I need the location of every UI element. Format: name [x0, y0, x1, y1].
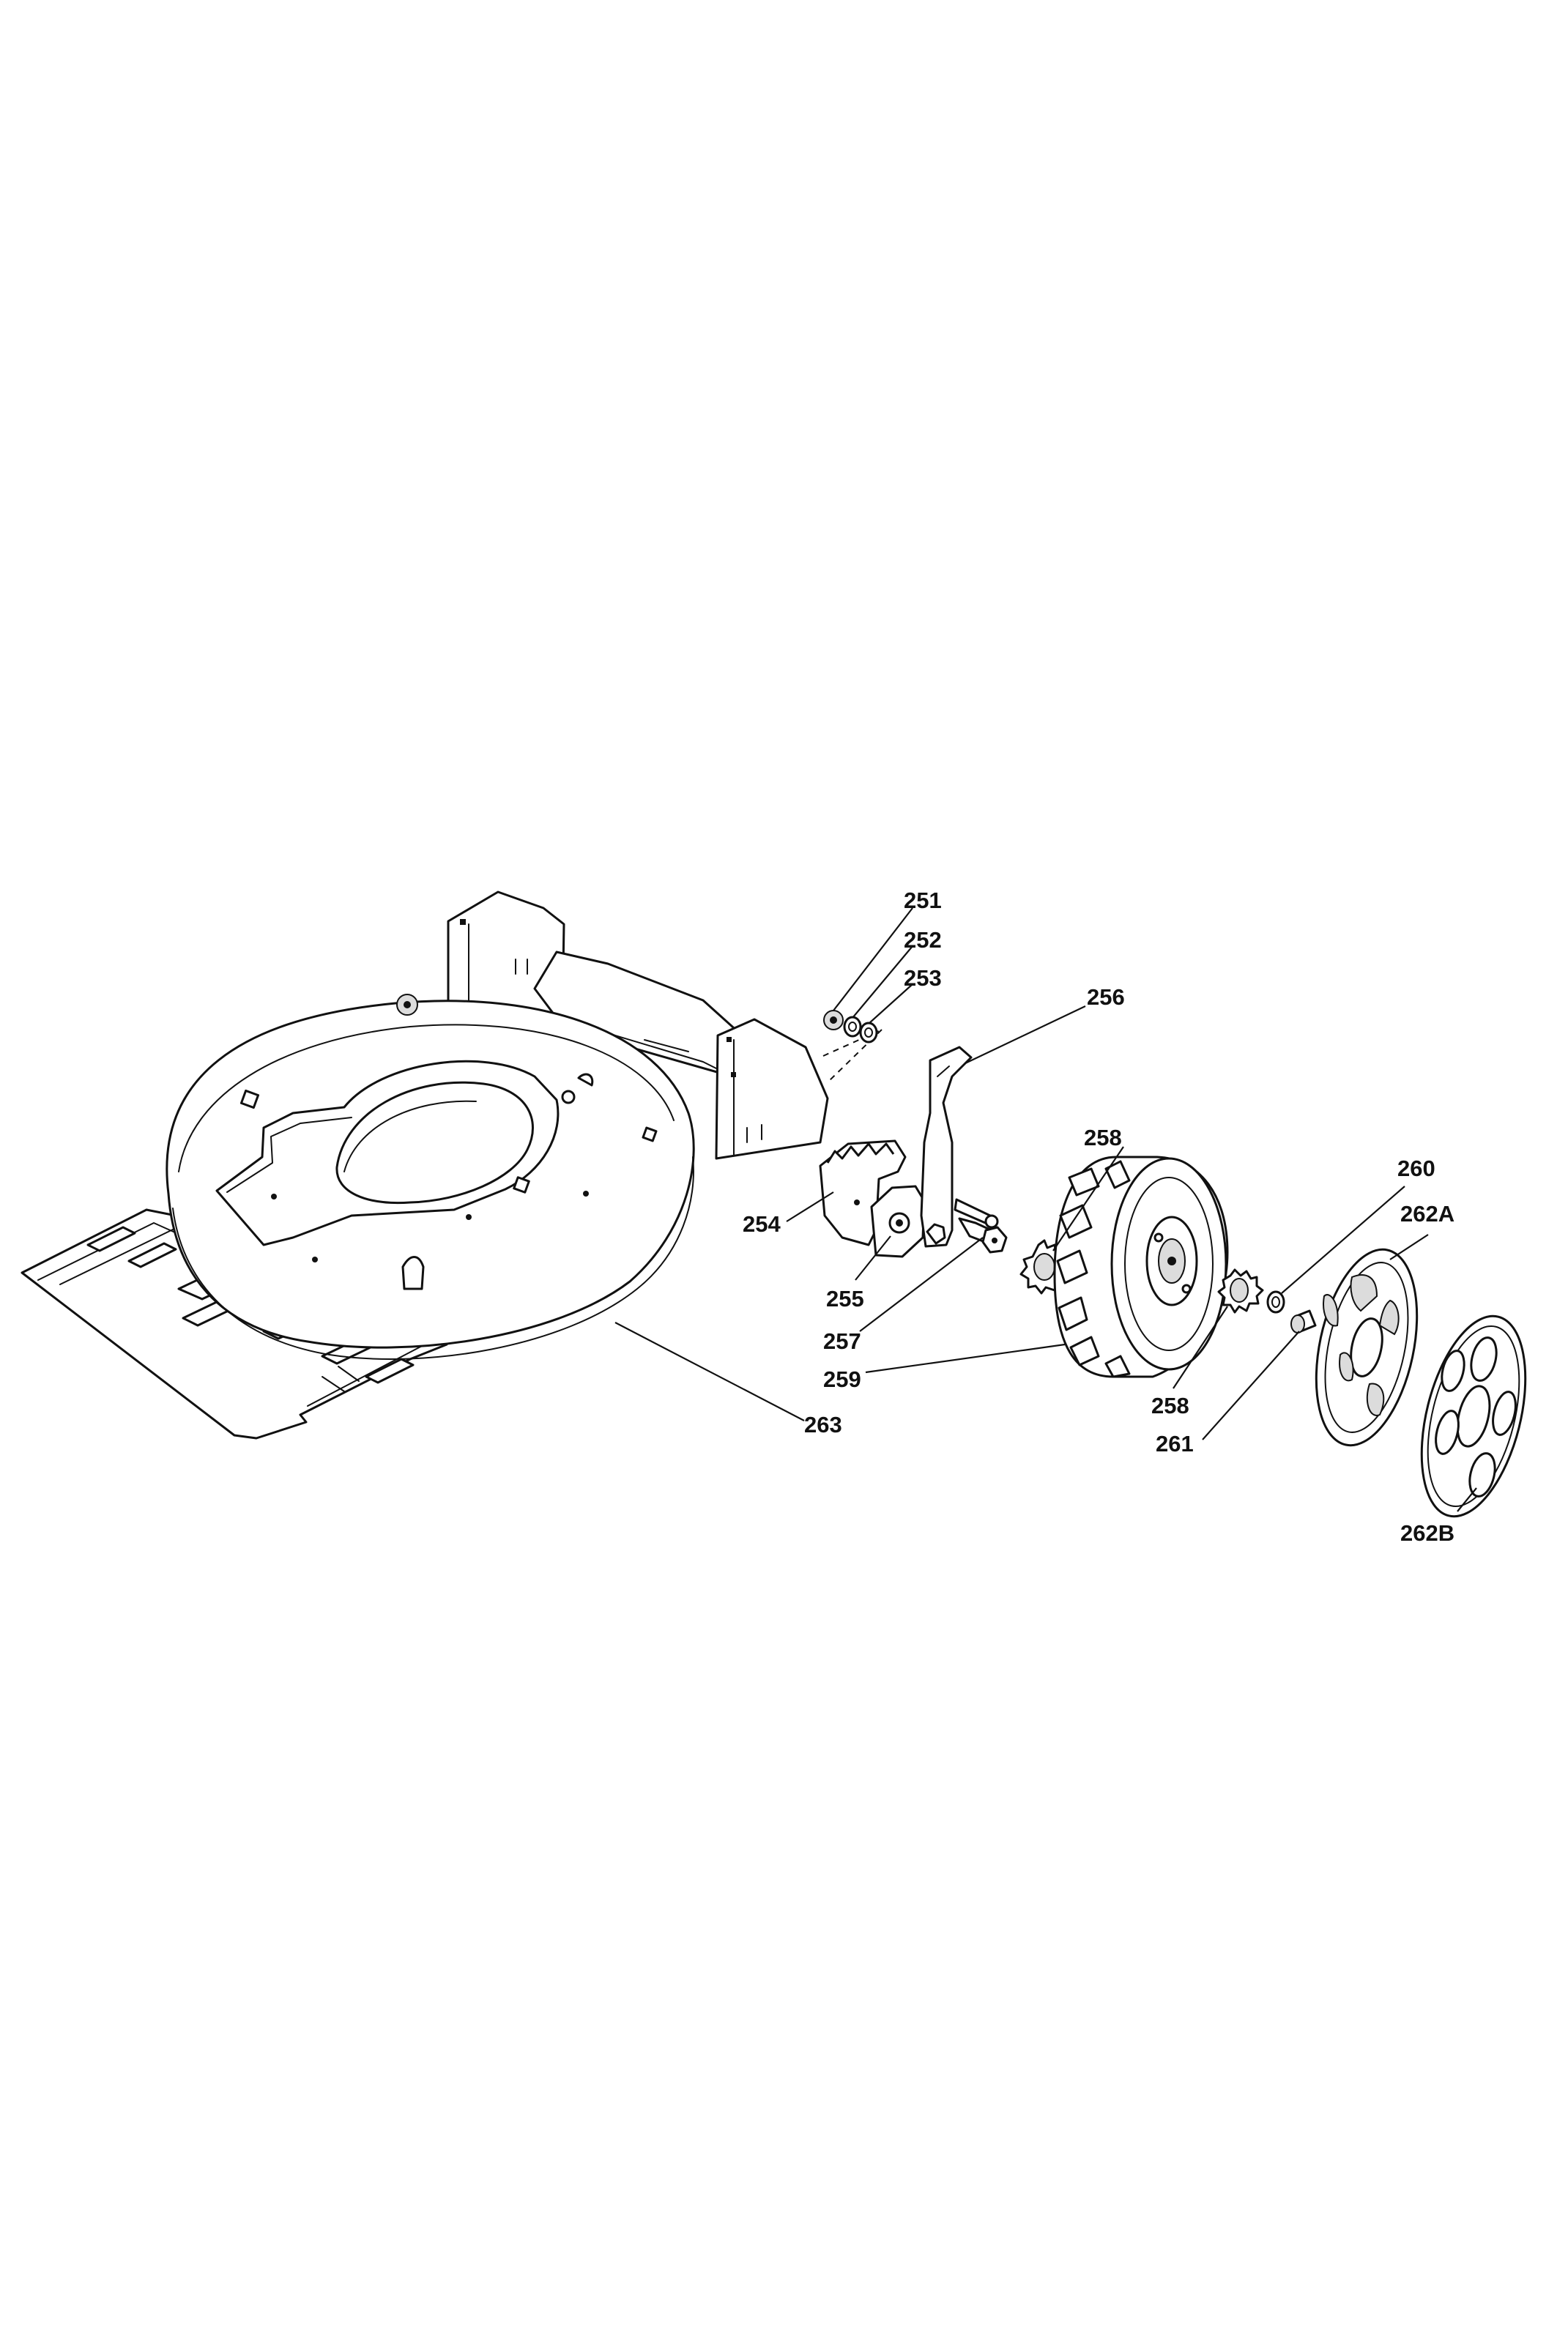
label-258-top: 258	[1084, 1125, 1122, 1150]
label-257: 257	[823, 1328, 861, 1354]
mower-deck-drawing	[21, 890, 829, 1440]
hubcap-inner-drawing	[1315, 1248, 1419, 1447]
label-259: 259	[823, 1366, 861, 1392]
label-252: 252	[904, 927, 942, 953]
label-254: 254	[743, 1211, 781, 1237]
wheel-drawing	[1053, 1156, 1229, 1378]
bolt-drawing	[958, 1217, 1008, 1254]
label-263: 263	[804, 1412, 842, 1437]
height-plate-drawing	[819, 1139, 907, 1246]
leader-lines	[614, 907, 1477, 1512]
label-262b: 262B	[1400, 1520, 1454, 1546]
nut-drawing	[823, 1010, 844, 1030]
label-256: 256	[1087, 984, 1125, 1010]
lever-drawing	[920, 1046, 999, 1248]
bushing-drawing	[1290, 1309, 1317, 1333]
part-labels: 251 252 253 256 254 258 255 257 259 263 …	[743, 888, 1454, 1546]
lock-washer-drawing	[859, 1022, 878, 1044]
label-255: 255	[826, 1286, 864, 1312]
washer-drawing	[843, 1016, 862, 1038]
label-260: 260	[1397, 1156, 1435, 1181]
label-261: 261	[1156, 1431, 1194, 1457]
washer-260-drawing	[1266, 1290, 1285, 1314]
pivot-bracket-drawing	[870, 1185, 926, 1258]
label-262a: 262A	[1400, 1201, 1454, 1227]
gear-right-drawing	[1217, 1268, 1264, 1314]
label-251: 251	[904, 888, 942, 913]
hubcap-drawing	[1420, 1314, 1527, 1518]
label-253: 253	[904, 965, 942, 991]
label-258-bottom: 258	[1151, 1393, 1189, 1418]
